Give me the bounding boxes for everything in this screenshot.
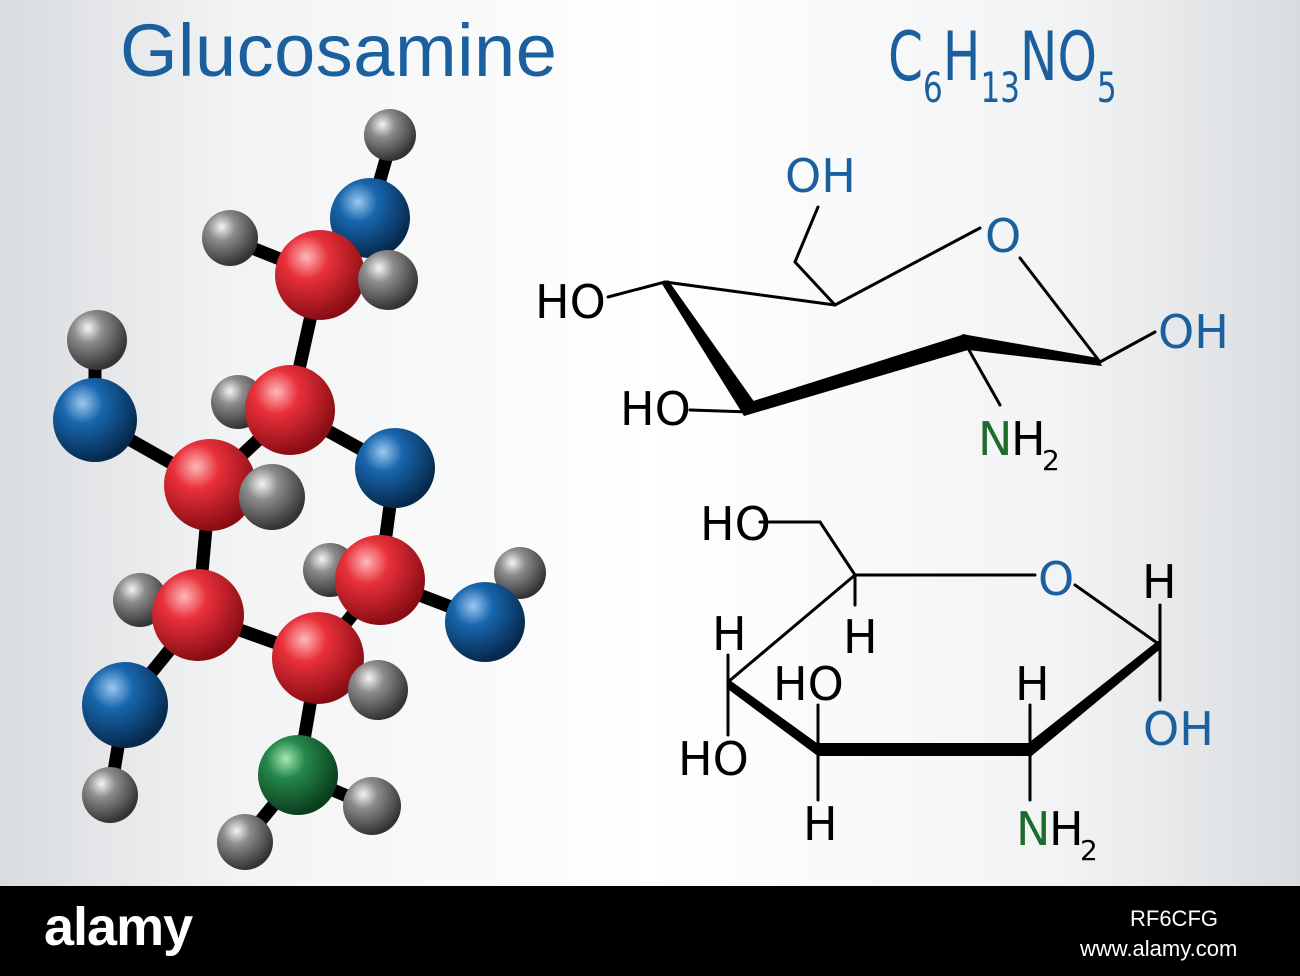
label-c2-h: H	[1015, 657, 1050, 711]
label-ho-left: HO	[535, 275, 606, 329]
bond	[1073, 583, 1162, 647]
wedge-bond	[662, 280, 760, 416]
bond	[793, 205, 820, 264]
ball-and-stick-model	[53, 109, 546, 870]
hydrogen-atom	[67, 310, 127, 370]
hydrogen-atom	[202, 210, 258, 266]
label-o: OH	[785, 149, 856, 203]
skeletal-labels: OH O HO OH HO N H 2	[535, 149, 1229, 477]
hydrogen-atom	[364, 109, 416, 161]
watermark-bar	[0, 886, 1300, 976]
hydrogen-atom	[358, 250, 418, 310]
bond	[1098, 330, 1157, 364]
label-c3-h: H	[803, 797, 838, 851]
site-url: www.alamy.com	[1080, 936, 1238, 961]
label-ring-oxygen: O	[985, 209, 1021, 263]
bond	[726, 573, 857, 684]
label-anomeric-oh: OH	[1143, 702, 1214, 756]
carbon-atom	[152, 569, 244, 661]
oxygen-atom	[330, 178, 410, 258]
model-atoms	[53, 109, 546, 870]
brand-logo: alamy	[44, 897, 193, 957]
formula-subscript: 5	[1096, 63, 1117, 112]
formula-subscript: 13	[980, 63, 1020, 112]
carbon-atom	[164, 439, 256, 531]
bold-ring-bond	[818, 743, 1030, 756]
label-c4-h: H	[712, 607, 747, 661]
haworth-structure	[726, 520, 1162, 802]
hydrogen-atom	[348, 660, 408, 720]
label-amine-sub: 2	[1080, 834, 1098, 867]
image-id: RF6CFG	[1130, 906, 1218, 931]
label-ch2-ho: HO	[700, 497, 771, 551]
bond	[833, 226, 982, 307]
label-nitrogen: N	[1016, 802, 1050, 856]
haworth-labels: HO O H H H HO H HO OH H N H 2	[678, 497, 1214, 867]
skeletal-structure	[606, 205, 1157, 416]
hydrogen-atom	[343, 777, 401, 835]
wedge-bond	[744, 334, 968, 416]
bond	[688, 408, 752, 414]
oxygen-atom	[445, 582, 525, 662]
carbon-atom	[275, 230, 365, 320]
label-c5-h: H	[843, 610, 878, 664]
molecular-formula: C6H13NO5	[888, 24, 1117, 109]
label-oh-right: OH	[1158, 305, 1229, 359]
nitrogen-atom	[258, 735, 338, 815]
oxygen-atom	[53, 378, 137, 462]
wedge-bond	[962, 334, 1102, 366]
bond	[793, 260, 837, 307]
formula-element: O	[1057, 18, 1097, 97]
page-title: Glucosamine	[120, 9, 558, 92]
label-ho-lower: HO	[620, 382, 691, 436]
carbon-atom	[245, 365, 335, 455]
carbon-atom	[272, 612, 364, 704]
formula-subscript: 6	[923, 63, 943, 112]
label-c3-ho: HO	[773, 657, 844, 711]
label-anomeric-h: H	[1142, 555, 1177, 609]
bond	[818, 520, 857, 577]
bond	[663, 280, 837, 307]
formula-element: H	[942, 18, 981, 97]
carbon-atom	[335, 535, 425, 625]
label-amine-sub: 2	[1042, 444, 1060, 477]
hydrogen-atom	[494, 547, 546, 599]
wedge-bond	[1029, 641, 1161, 757]
formula-element: N	[1019, 18, 1058, 97]
label-amine-h: H	[1011, 412, 1046, 466]
bond	[606, 280, 667, 299]
oxygen-atom	[82, 662, 168, 748]
label-ring-oxygen: O	[1038, 552, 1074, 606]
formula-element: C	[888, 18, 924, 97]
oxygen-atom	[355, 428, 435, 508]
label-oh-top: OH	[785, 149, 856, 203]
label-nitrogen: N	[978, 412, 1012, 466]
bond	[963, 341, 1002, 407]
label-c4-ho: HO	[678, 732, 749, 786]
hydrogen-atom	[239, 464, 305, 530]
hydrogen-atom	[217, 814, 273, 870]
hydrogen-atom	[82, 767, 138, 823]
label-amine-h: H	[1049, 802, 1084, 856]
bond	[1018, 256, 1102, 364]
